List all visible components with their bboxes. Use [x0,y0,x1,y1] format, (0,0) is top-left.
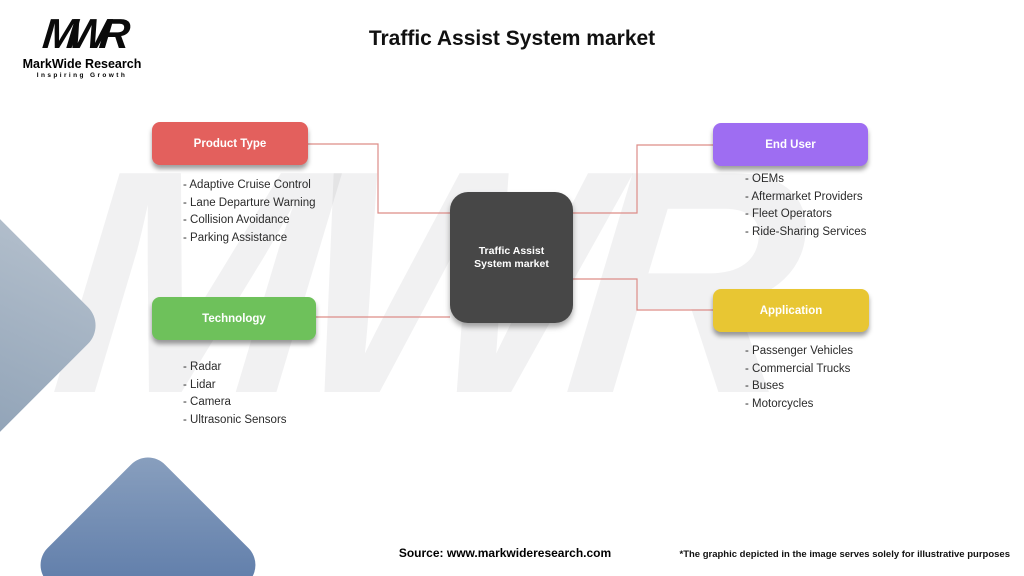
list-item: - Passenger Vehicles [745,345,854,357]
category-label-technology: Technology [202,312,266,325]
list-item: - Radar [183,361,222,373]
category-box-technology: Technology [152,297,316,340]
category-label-application: Application [759,304,823,317]
list-item: - Motorcycles [745,397,814,410]
category-list-product-type: - Adaptive Cruise Control - Lane Departu… [183,177,316,247]
category-label-end-user: End User [765,138,816,151]
category-list-technology: - Radar - Lidar - Camera - Ultrasonic Se… [183,359,287,429]
list-item: - Lane Departure Warning [183,196,316,209]
center-node-label: Traffic Assist System market [474,244,549,270]
connector-product-type [308,143,450,214]
source-line: Source: www.markwideresearch.com [398,546,612,560]
logo-tagline: Inspiring Growth [36,72,128,79]
list-item: - Commercial Trucks [745,362,851,375]
logo-name: MarkWide Research [22,57,142,71]
list-item: - Adaptive Cruise Control [183,179,311,191]
category-list-end-user: - OEMs - Aftermarket Providers - Fleet O… [745,171,866,241]
category-box-end-user: End User [713,123,868,166]
list-item: - Camera [183,396,231,408]
connector-application [573,278,713,311]
center-node: Traffic Assist System market [450,192,573,323]
category-box-product-type: Product Type [152,122,308,165]
list-item: - OEMs [745,173,784,185]
list-item: - Aftermarket Providers [745,190,863,203]
connector-end-user [573,144,713,214]
list-item: - Buses [745,380,784,392]
list-item: - Ride-Sharing Services [745,225,867,238]
category-list-application: - Passenger Vehicles - Commercial Trucks… [745,343,853,413]
page-title: Traffic Assist System market [368,27,656,50]
markwide-research-logo: MWR MarkWide Research Inspiring Growth [22,10,142,79]
list-item: - Collision Avoidance [183,214,290,226]
list-item: - Lidar [183,378,216,391]
list-item: - Parking Assistance [183,231,288,244]
category-label-product-type: Product Type [193,137,267,150]
list-item: - Fleet Operators [745,208,832,220]
list-item: - Ultrasonic Sensors [183,413,287,426]
disclaimer-text: *The graphic depicted in the image serve… [679,549,1011,560]
category-box-application: Application [713,289,869,332]
